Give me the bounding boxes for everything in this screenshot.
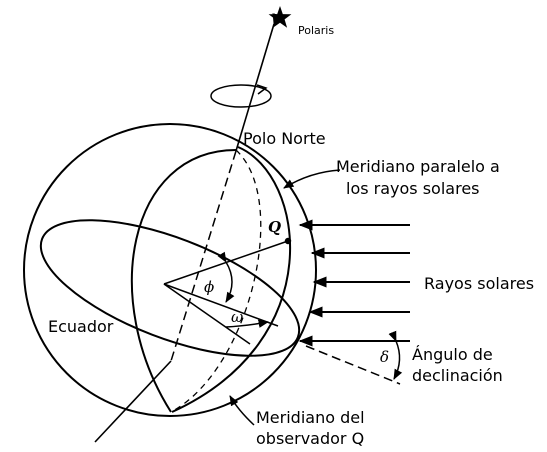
omega-symbol: ω xyxy=(231,308,243,326)
observer-meridian-back xyxy=(171,150,261,412)
phi-symbol: ϕ xyxy=(204,278,214,296)
declination-label-line2: declinación xyxy=(412,366,503,385)
rotation-axis-inner xyxy=(171,151,236,361)
observer-meridian-label-line2: observador Q xyxy=(256,429,364,448)
declination-label-line1: Ángulo de xyxy=(412,345,493,364)
center-to-ray-meridian-line xyxy=(164,284,278,326)
parallel-meridian-label-line2: los rayos solares xyxy=(346,179,480,198)
point-q-label: Q xyxy=(268,218,281,236)
meridian-parallel-to-rays xyxy=(172,147,290,412)
delta-symbol: δ xyxy=(380,348,389,366)
parallel-meridian-leader xyxy=(284,170,340,188)
earth-globe xyxy=(24,124,316,416)
rotation-direction-ellipse xyxy=(211,85,271,107)
declination-angle-arc xyxy=(394,341,400,379)
polaris-star-icon xyxy=(269,6,292,28)
north-pole-label: Polo Norte xyxy=(243,129,326,148)
observer-meridian-label-line1: Meridiano del xyxy=(256,408,365,427)
polaris-label: Polaris xyxy=(298,24,334,37)
sun-rays-label: Rayos solares xyxy=(424,274,534,293)
equator-label: Ecuador xyxy=(48,317,114,336)
observer-meridian-front xyxy=(132,150,236,412)
parallel-meridian-label-line1: Meridiano paralelo a xyxy=(336,157,500,176)
point-q-dot xyxy=(285,238,291,244)
phi-angle-arc xyxy=(226,262,232,302)
